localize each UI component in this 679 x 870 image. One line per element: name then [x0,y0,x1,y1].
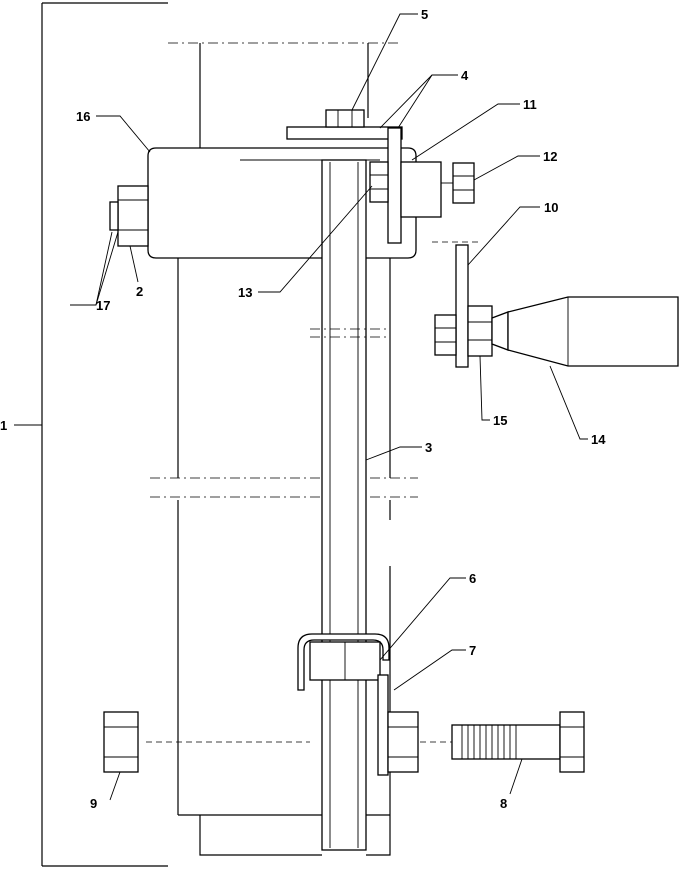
callout-12: 12 [543,149,557,164]
top-plate [286,109,403,140]
left-nut [103,711,310,773]
callout-11: 11 [523,97,537,112]
threaded-rod [310,159,386,851]
callout-15: 15 [493,413,507,428]
leader-lines [70,13,588,801]
callout-13: 13 [238,285,252,300]
retainer-bar [377,674,419,776]
assembly-bracket [14,2,168,867]
callout-1: 1 [0,418,7,433]
callout-2: 2 [136,284,143,299]
callout-14: 14 [591,432,606,447]
callout-8: 8 [500,796,507,811]
callout-9: 9 [90,796,97,811]
upper-phantom-outline [168,42,398,148]
callout-3: 3 [425,440,432,455]
side-bolt [109,185,149,247]
callout-labels: 1 2 3 4 5 6 7 8 9 10 11 12 13 14 15 16 1… [0,7,606,811]
callout-16: 16 [76,109,90,124]
latch-plate-assembly [369,127,482,244]
callout-6: 6 [469,571,476,586]
clip-assembly [297,633,390,691]
callout-5: 5 [421,7,428,22]
hex-bolt [420,711,585,773]
callout-10: 10 [544,200,558,215]
mast-body [150,258,418,856]
callout-4: 4 [461,68,469,83]
callout-17: 17 [96,298,110,313]
lever-handle-assembly [434,244,679,368]
callout-7: 7 [469,643,476,658]
